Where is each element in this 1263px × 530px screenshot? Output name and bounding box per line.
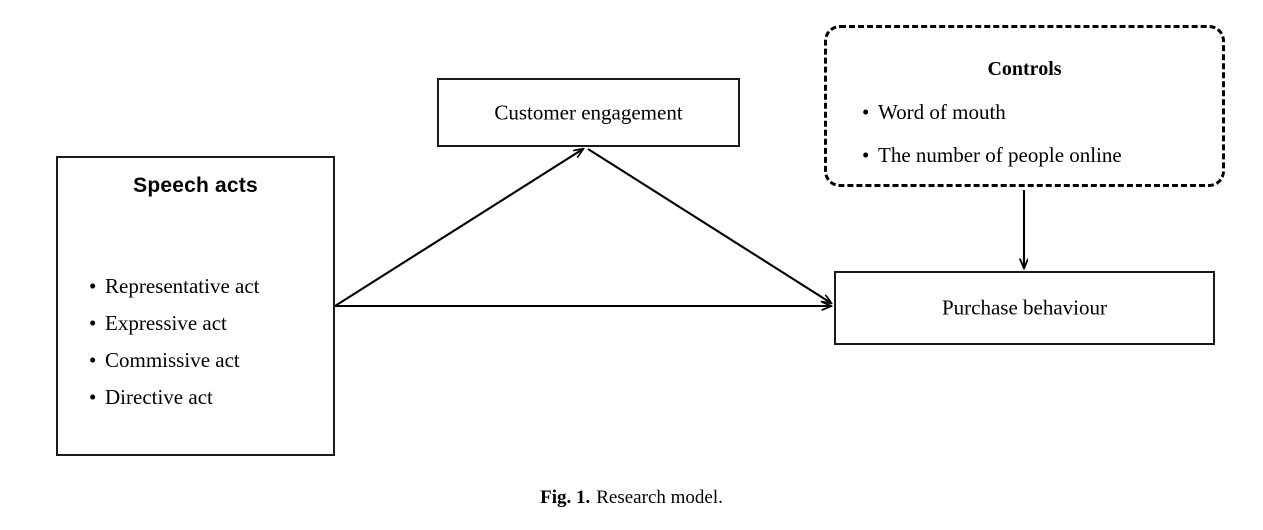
bullet-icon: •	[89, 311, 97, 335]
list-item-label: The number of people online	[878, 143, 1122, 167]
customer-engagement-label: Customer engagement	[494, 100, 683, 124]
controls-item-list: • Word of mouth • The number of people o…	[862, 102, 1122, 188]
figure-caption-text: Research model.	[596, 487, 723, 508]
arrow-customer-engagement-to-purchase-behaviour	[587, 148, 831, 303]
speech-acts-item-list: • Representative act • Expressive act • …	[89, 276, 260, 424]
list-item-label: Commissive act	[105, 348, 240, 372]
list-item: • The number of people online	[862, 145, 1122, 166]
list-item-label: Word of mouth	[878, 100, 1006, 124]
bullet-icon: •	[862, 143, 870, 167]
list-item: • Expressive act	[89, 313, 260, 334]
node-controls: Controls • Word of mouth • The number of…	[824, 25, 1225, 187]
list-item-label: Representative act	[105, 274, 260, 298]
list-item-label: Expressive act	[105, 311, 227, 335]
figure-caption-label: Fig. 1.	[540, 487, 591, 508]
node-customer-engagement: Customer engagement	[437, 78, 740, 147]
bullet-icon: •	[862, 100, 870, 124]
controls-title: Controls	[987, 58, 1062, 80]
speech-acts-title: Speech acts	[133, 174, 258, 197]
list-item: • Commissive act	[89, 350, 260, 371]
figure-caption: Fig. 1.Research model.	[0, 487, 1263, 509]
list-item: • Word of mouth	[862, 102, 1122, 123]
purchase-behaviour-label: Purchase behaviour	[941, 295, 1108, 320]
bullet-icon: •	[89, 274, 97, 298]
list-item-label: Directive act	[105, 385, 213, 409]
list-item: • Representative act	[89, 276, 260, 297]
bullet-icon: •	[89, 385, 97, 409]
bullet-icon: •	[89, 348, 97, 372]
node-purchase-behaviour: Purchase behaviour	[834, 271, 1215, 345]
list-item: • Directive act	[89, 387, 260, 408]
arrow-speech-acts-to-customer-engagement	[334, 149, 583, 307]
node-speech-acts: Speech acts • Representative act • Expre…	[56, 156, 335, 456]
